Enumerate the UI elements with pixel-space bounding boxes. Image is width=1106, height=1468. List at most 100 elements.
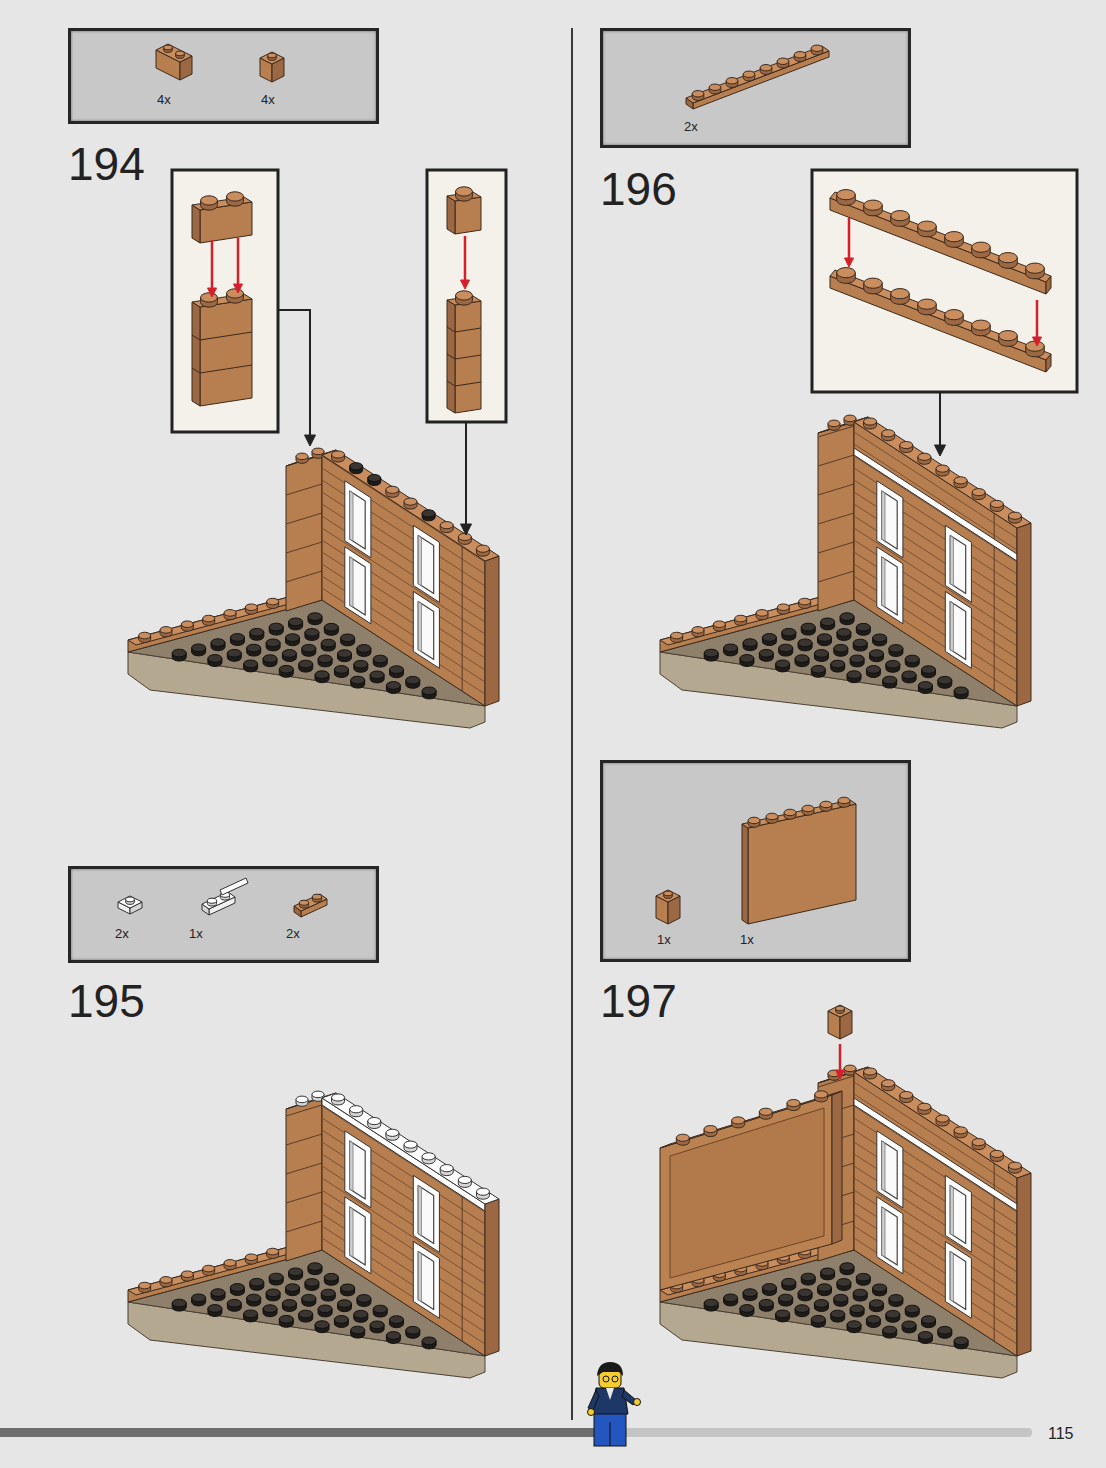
plate-stud [318, 1305, 332, 1313]
plate-stud [886, 660, 900, 668]
window-shade [950, 1252, 953, 1302]
window-pane [882, 557, 898, 615]
plate-stud [798, 639, 812, 647]
column-stud [844, 1065, 856, 1072]
edge-stud [799, 598, 811, 605]
plate-stud [373, 1305, 387, 1313]
window-pane [418, 536, 434, 594]
stud [784, 809, 796, 815]
plate-stud [230, 1284, 244, 1292]
plate-stud [308, 613, 322, 621]
red-arrow [839, 1044, 842, 1070]
plate-stud [315, 671, 329, 679]
window-frame [413, 525, 439, 602]
parts-drawing [603, 31, 908, 145]
arrow-head [461, 524, 472, 535]
corner-column [286, 1098, 322, 1261]
panel-stud [787, 1100, 800, 1107]
part-plate [294, 894, 327, 917]
plate-stud [759, 649, 773, 657]
plate-stud [801, 1273, 815, 1281]
minifig-hand [588, 1409, 595, 1416]
red-arrow [211, 240, 214, 288]
window-pane [882, 1207, 898, 1265]
stud [838, 797, 850, 803]
stud [227, 192, 244, 201]
corner-column [286, 455, 322, 611]
stud [802, 805, 814, 811]
plate-stud [905, 655, 919, 663]
window-shade [418, 536, 421, 586]
window-pane [418, 1252, 434, 1310]
plate-stud [406, 1326, 420, 1334]
step-number: 197 [600, 978, 677, 1024]
window-pane [950, 602, 966, 660]
window-shade [350, 491, 353, 541]
plate-stud [321, 639, 335, 647]
edge-stud [671, 632, 683, 639]
minifig-hand [634, 1399, 641, 1406]
stud [726, 78, 738, 84]
brick-face [693, 51, 829, 109]
plate-stud [247, 1294, 261, 1302]
edge-stud [139, 1282, 151, 1289]
plate-stud [227, 1299, 241, 1307]
callout-box [812, 170, 1077, 392]
window-frame [945, 1241, 971, 1318]
edge-stud [777, 604, 789, 611]
plate-stud [172, 1299, 186, 1307]
plate-stud [192, 644, 206, 652]
red-arrow [848, 218, 851, 258]
wall-end [1017, 523, 1031, 706]
edge-stud [245, 604, 257, 611]
plate-stud [351, 1326, 365, 1334]
column-stud [844, 415, 856, 422]
parts-drawing [603, 763, 908, 959]
plate-stud [834, 1294, 848, 1302]
plate-stud [902, 671, 916, 679]
plate-stud [870, 1300, 884, 1308]
wall-end [1017, 1173, 1031, 1356]
stud [918, 221, 937, 231]
plate [830, 268, 1051, 372]
stud [1026, 263, 1045, 273]
callout-box [427, 170, 506, 422]
brick-face [455, 197, 481, 234]
window-pane [950, 536, 966, 594]
window-shade [418, 1252, 421, 1302]
stud [794, 52, 806, 58]
brick-joint [455, 382, 481, 386]
edge-stud [267, 1248, 279, 1255]
progress-bar-fill [0, 1428, 600, 1437]
wall-stud [350, 1106, 363, 1113]
plate-stud [759, 1299, 773, 1307]
building-model [128, 1091, 499, 1378]
plate-stud [856, 1273, 870, 1281]
plate [830, 190, 1051, 294]
plate-stud [227, 649, 241, 657]
brick-top [156, 44, 192, 62]
corner-column [818, 422, 854, 611]
stud [748, 817, 760, 823]
window-pane [950, 1252, 966, 1310]
plate-stud [724, 1294, 738, 1302]
window-pane [350, 557, 366, 615]
arrow-head [845, 258, 854, 267]
wall-stud [900, 441, 913, 448]
plate-stud [299, 1310, 313, 1318]
parts-group [156, 44, 284, 82]
red-arrow [1036, 300, 1039, 337]
step-number: 196 [600, 166, 677, 212]
plate-stud [856, 623, 870, 631]
panel-side [832, 1091, 842, 1244]
wall-stud [882, 1080, 895, 1087]
plate-stud [814, 1300, 828, 1308]
wall-stud [1008, 1162, 1021, 1169]
brick-top [294, 894, 327, 911]
window-frame [877, 547, 903, 624]
plate-stud [801, 623, 815, 631]
wall-stud [386, 486, 399, 493]
plate-stud [357, 1295, 371, 1303]
arrow-head [208, 288, 217, 297]
plate-stud [357, 645, 371, 653]
